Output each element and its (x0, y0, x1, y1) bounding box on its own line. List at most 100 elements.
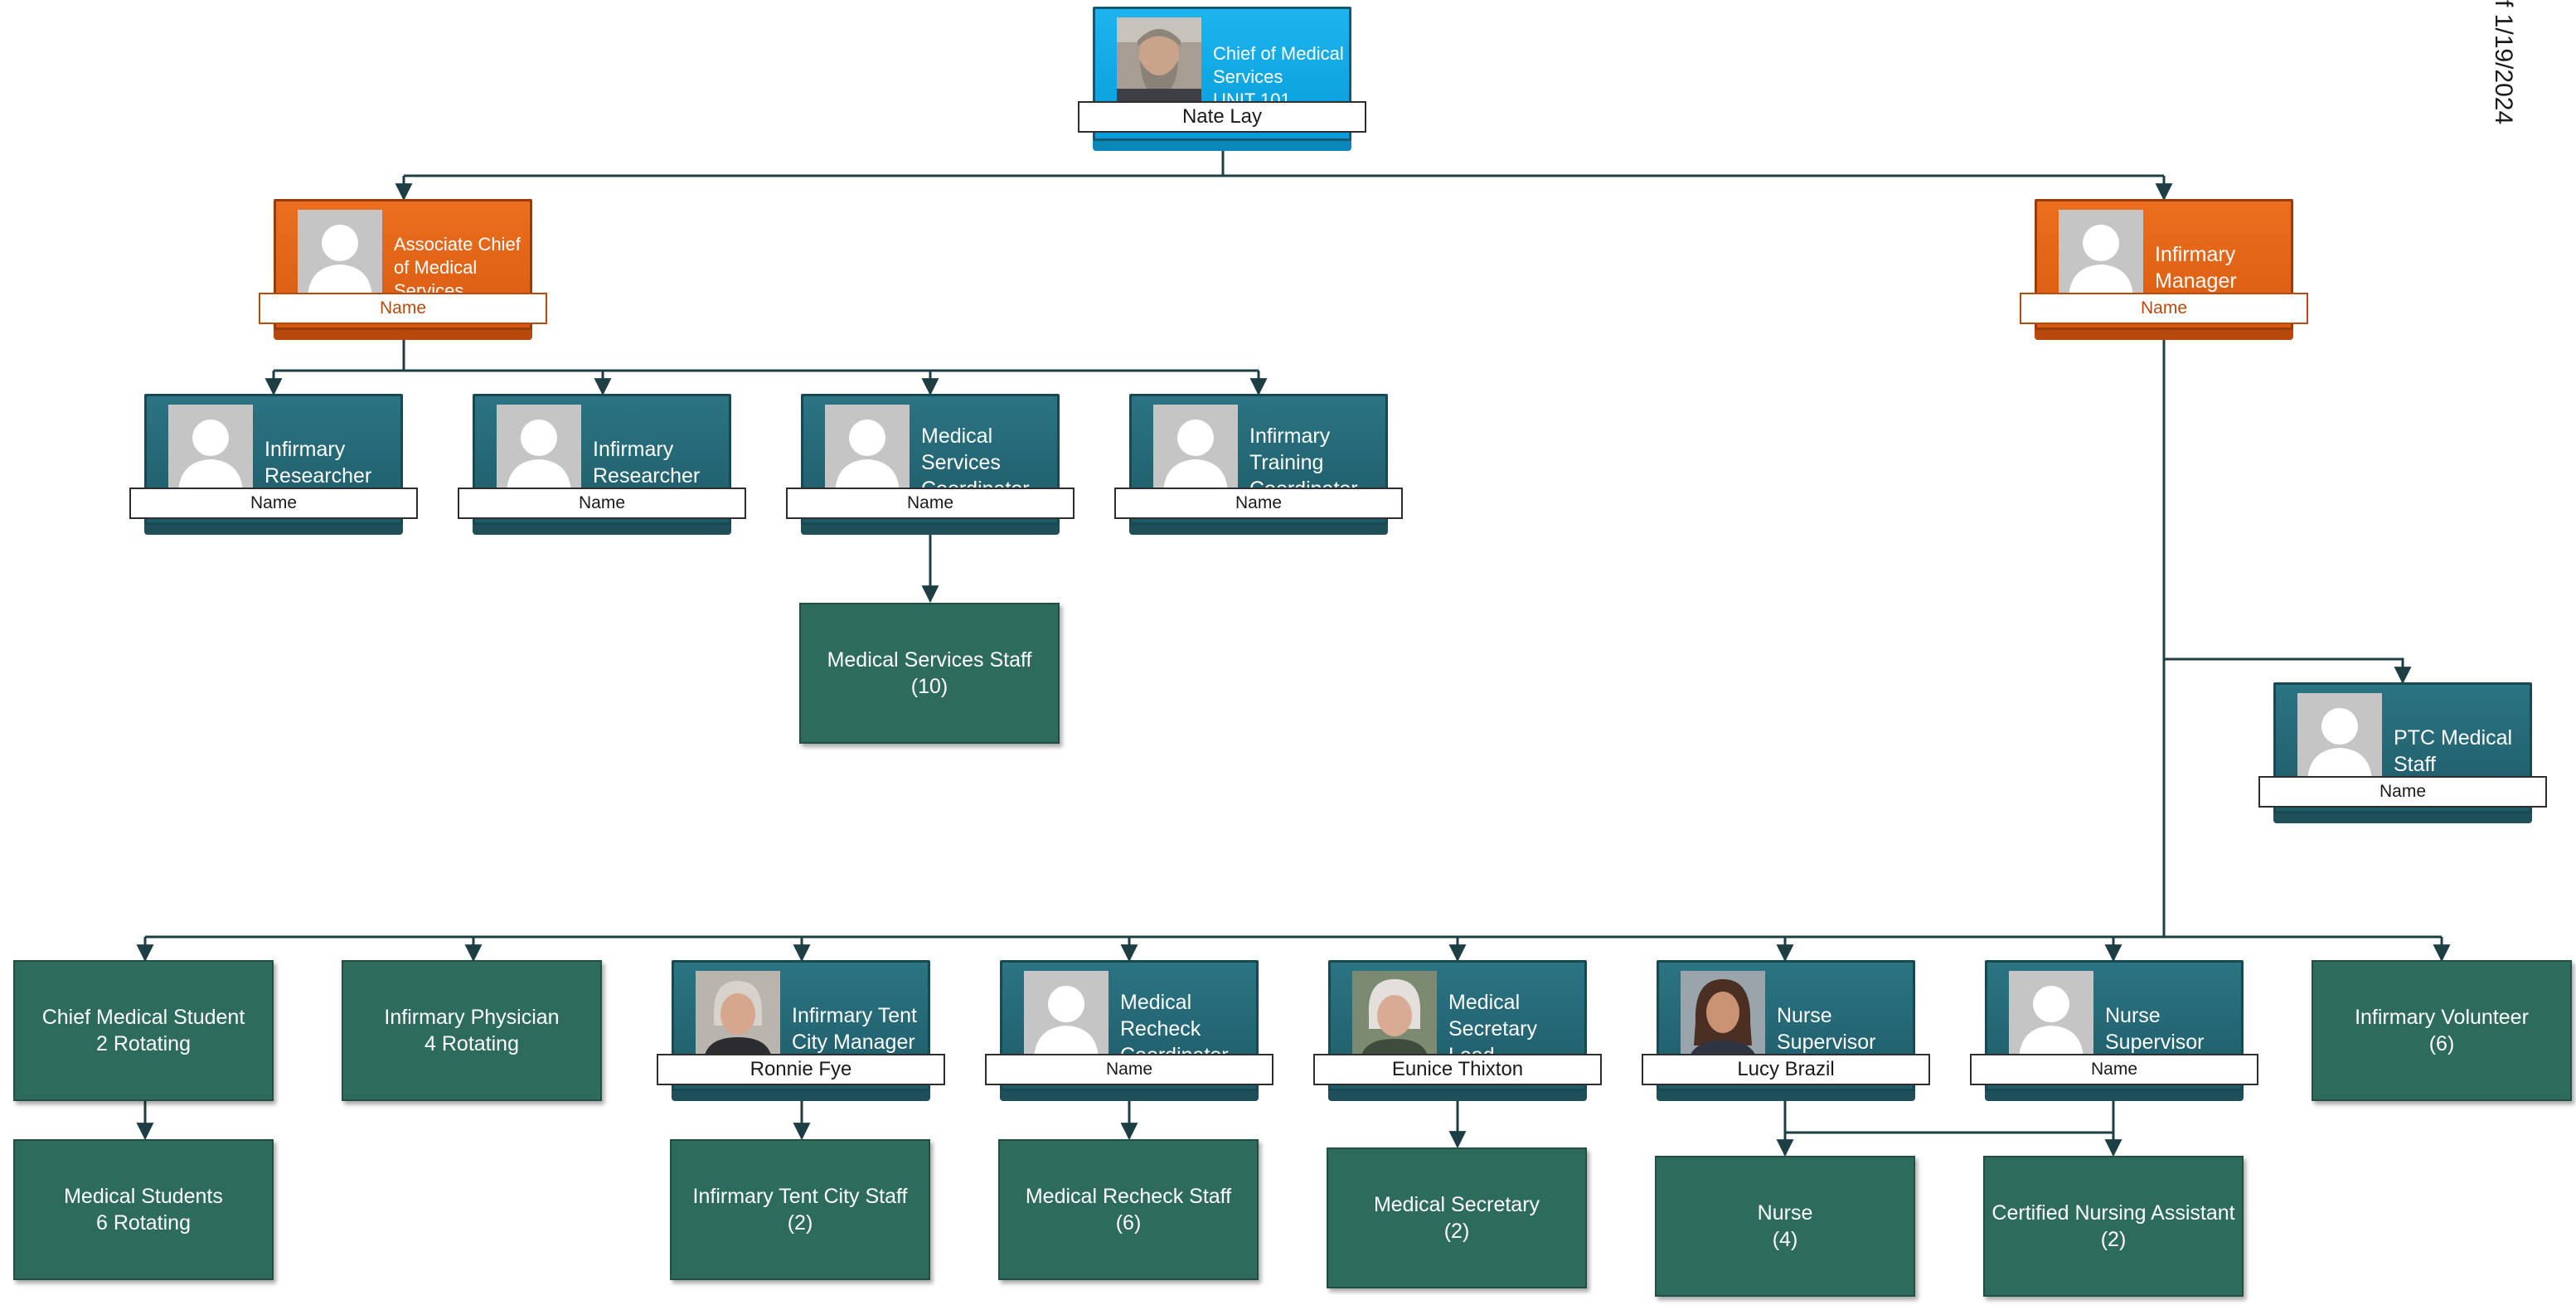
person-silhouette-icon (497, 405, 581, 492)
card-title: Infirmary Manager (2155, 213, 2286, 323)
title-line: Services (921, 451, 1001, 474)
infirmary-volunteer-box[interactable]: Infirmary Volunteer (6) (2312, 960, 2572, 1101)
title-line: Nurse (2105, 1004, 2161, 1027)
infirmary-researcher-card[interactable]: Infirmary Researcher Name (458, 394, 746, 535)
nurse-supervisor-card[interactable]: Nurse Supervisor Lucy Brazil (1642, 960, 1930, 1101)
box-line: (6) (2428, 1032, 2455, 1055)
woman-photo-icon (1352, 971, 1437, 1059)
person-photo (1352, 971, 1437, 1059)
card-title: Associate Chief of Medical Services (394, 213, 525, 323)
infirmary-physician-box[interactable]: Infirmary Physician 4 Rotating (342, 960, 602, 1101)
title-line: Infirmary Tent (792, 1004, 917, 1027)
associate-chief-card[interactable]: Associate Chief of Medical Services Name (259, 199, 547, 340)
person-silhouette-icon (2059, 210, 2143, 298)
box-line: Medical Secretary (1373, 1193, 1540, 1216)
box-line: Infirmary Physician (384, 1006, 560, 1029)
person-photo (1117, 17, 1201, 105)
title-line: Infirmary (593, 438, 674, 461)
card-body: Infirmary Tent City Manager (672, 960, 930, 1091)
title-line: Supervisor (2105, 1031, 2205, 1054)
card-shadow (1985, 1089, 2244, 1101)
card-shadow (801, 523, 1060, 535)
placeholder-avatar (168, 405, 253, 492)
title-line: Infirmary (264, 438, 346, 461)
infirmary-tent-city-manager-card[interactable]: Infirmary Tent City Manager Ronnie Fye (657, 960, 945, 1101)
person-silhouette-icon (1024, 971, 1109, 1059)
medical-recheck-coordinator-card[interactable]: Medical Recheck Coordinator Name (985, 960, 1273, 1101)
title-line: City Manager (792, 1031, 915, 1054)
card-shadow (1657, 1089, 1915, 1101)
person-silhouette-icon (168, 405, 253, 492)
certified-nursing-assistant-box[interactable]: Certified Nursing Assistant (2) (1983, 1156, 2244, 1297)
title-line: PTC Medical (2394, 726, 2513, 750)
infirmary-tent-city-staff-box[interactable]: Infirmary Tent City Staff (2) (670, 1139, 930, 1280)
person-silhouette-icon (825, 405, 910, 492)
name-bar: Name (259, 293, 547, 324)
card-shadow (1000, 1089, 1259, 1101)
infirmary-manager-card[interactable]: Infirmary Manager Name (2020, 199, 2308, 340)
medical-services-staff-box[interactable]: Medical Services Staff (10) (799, 603, 1060, 744)
card-shadow (2035, 328, 2293, 340)
box-line: Infirmary Volunteer (2355, 1006, 2529, 1029)
medical-students-box[interactable]: Medical Students 6 Rotating (13, 1139, 274, 1280)
medical-services-coordinator-card[interactable]: Medical Services Coordinator Name (786, 394, 1075, 535)
medical-secretary-lead-card[interactable]: Medical Secretary Lead Eunice Thixton (1313, 960, 1602, 1101)
card-shadow (274, 328, 532, 340)
card-shadow (1129, 523, 1388, 535)
box-line: 2 Rotating (96, 1032, 191, 1055)
card-title: PTC Medical Staff (2394, 696, 2525, 806)
placeholder-avatar (298, 210, 382, 298)
title-line: Recheck (1120, 1017, 1201, 1041)
card-shadow (2273, 812, 2532, 823)
card-shadow (473, 523, 731, 535)
date-text: f 1/19/2024 (2490, 0, 2517, 124)
box-line: Infirmary Tent City Staff (692, 1185, 908, 1208)
title-line: Supervisor (1777, 1031, 1876, 1054)
infirmary-researcher-card[interactable]: Infirmary Researcher Name (129, 394, 418, 535)
person-silhouette-icon (2297, 693, 2382, 781)
name-bar: Nate Lay (1078, 101, 1366, 133)
box-line: (4) (1772, 1228, 1798, 1251)
box-line: (2) (2100, 1228, 2127, 1251)
name-bar: Eunice Thixton (1313, 1054, 1602, 1085)
medical-secretary-box[interactable]: Medical Secretary (2) (1327, 1147, 1587, 1288)
title-line: Services (1213, 66, 1283, 87)
name-bar: Name (129, 488, 418, 519)
card-title: Nurse Supervisor (2105, 974, 2236, 1084)
placeholder-avatar (1024, 971, 1109, 1059)
title-line: Researcher (593, 464, 701, 488)
infirmary-training-coordinator-card[interactable]: Infirmary Training Coordinator Name (1114, 394, 1403, 535)
nurse-supervisor-card[interactable]: Nurse Supervisor Name (1970, 960, 2258, 1101)
chief-medical-student-box[interactable]: Chief Medical Student 2 Rotating (13, 960, 274, 1101)
person-silhouette-icon (1153, 405, 1238, 492)
card-body: Chief of Medical Services UNIT 101 (1093, 7, 1351, 141)
name-bar: Name (1970, 1054, 2258, 1085)
ptc-medical-staff-card[interactable]: PTC Medical Staff Name (2258, 682, 2547, 823)
box-line: Medical Recheck Staff (1025, 1185, 1232, 1208)
title-line: Medical (921, 424, 993, 448)
placeholder-avatar (2297, 693, 2382, 781)
nurse-box[interactable]: Nurse (4) (1655, 1156, 1915, 1297)
card-title: Infirmary Tent City Manager (792, 974, 923, 1084)
name-bar: Name (2258, 776, 2547, 808)
bearded-man-photo-icon (1117, 17, 1201, 105)
woman-photo-icon (1681, 971, 1765, 1059)
title-line: Medical (1448, 991, 1521, 1014)
card-shadow (144, 523, 403, 535)
name-bar: Name (985, 1054, 1273, 1085)
chief-of-medical-services-card[interactable]: Chief of Medical Services UNIT 101 Nate … (1078, 7, 1366, 151)
box-line: 4 Rotating (424, 1032, 519, 1055)
card-shadow (1328, 1089, 1587, 1101)
title-line: Medical (1120, 991, 1192, 1014)
card-body: PTC Medical Staff (2273, 682, 2532, 813)
name-bar: Name (458, 488, 746, 519)
medical-recheck-staff-box[interactable]: Medical Recheck Staff (6) (998, 1139, 1259, 1280)
placeholder-avatar (2059, 210, 2143, 298)
title-line: Secretary (1448, 1017, 1537, 1041)
placeholder-avatar (825, 405, 910, 492)
card-shadow (1093, 139, 1351, 151)
person-photo (696, 971, 780, 1059)
date-label: f 1/19/2024 (2490, 0, 2517, 124)
card-title: Infirmary Researcher (593, 408, 724, 517)
